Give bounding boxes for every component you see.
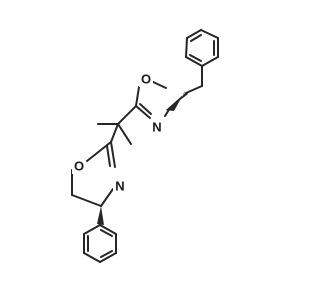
lower-oxazoline-ring — [71, 141, 116, 207]
atom-n-upper: N — [150, 119, 164, 135]
upper-oxazoline-ring — [135, 80, 171, 119]
lower-stereo-wedge — [97, 206, 104, 225]
atom-n-lower-label: N — [115, 179, 124, 194]
atom-o-lower-label: O — [74, 159, 84, 174]
molecule-structure: O N O N — [71, 29, 219, 263]
lower-phenyl-ring — [83, 224, 117, 263]
atom-o-lower: O — [72, 158, 86, 174]
atom-o-upper-label: O — [141, 72, 151, 87]
atom-o-upper: O — [139, 71, 153, 87]
upper-phenyl-ring — [185, 29, 219, 67]
atom-n-upper-label: N — [152, 120, 161, 135]
gem-dimethyl-carbon — [97, 105, 137, 145]
upper-stereo-wedge — [166, 91, 185, 111]
atom-n-lower: N — [113, 178, 127, 194]
benzyl-linker — [185, 65, 203, 94]
